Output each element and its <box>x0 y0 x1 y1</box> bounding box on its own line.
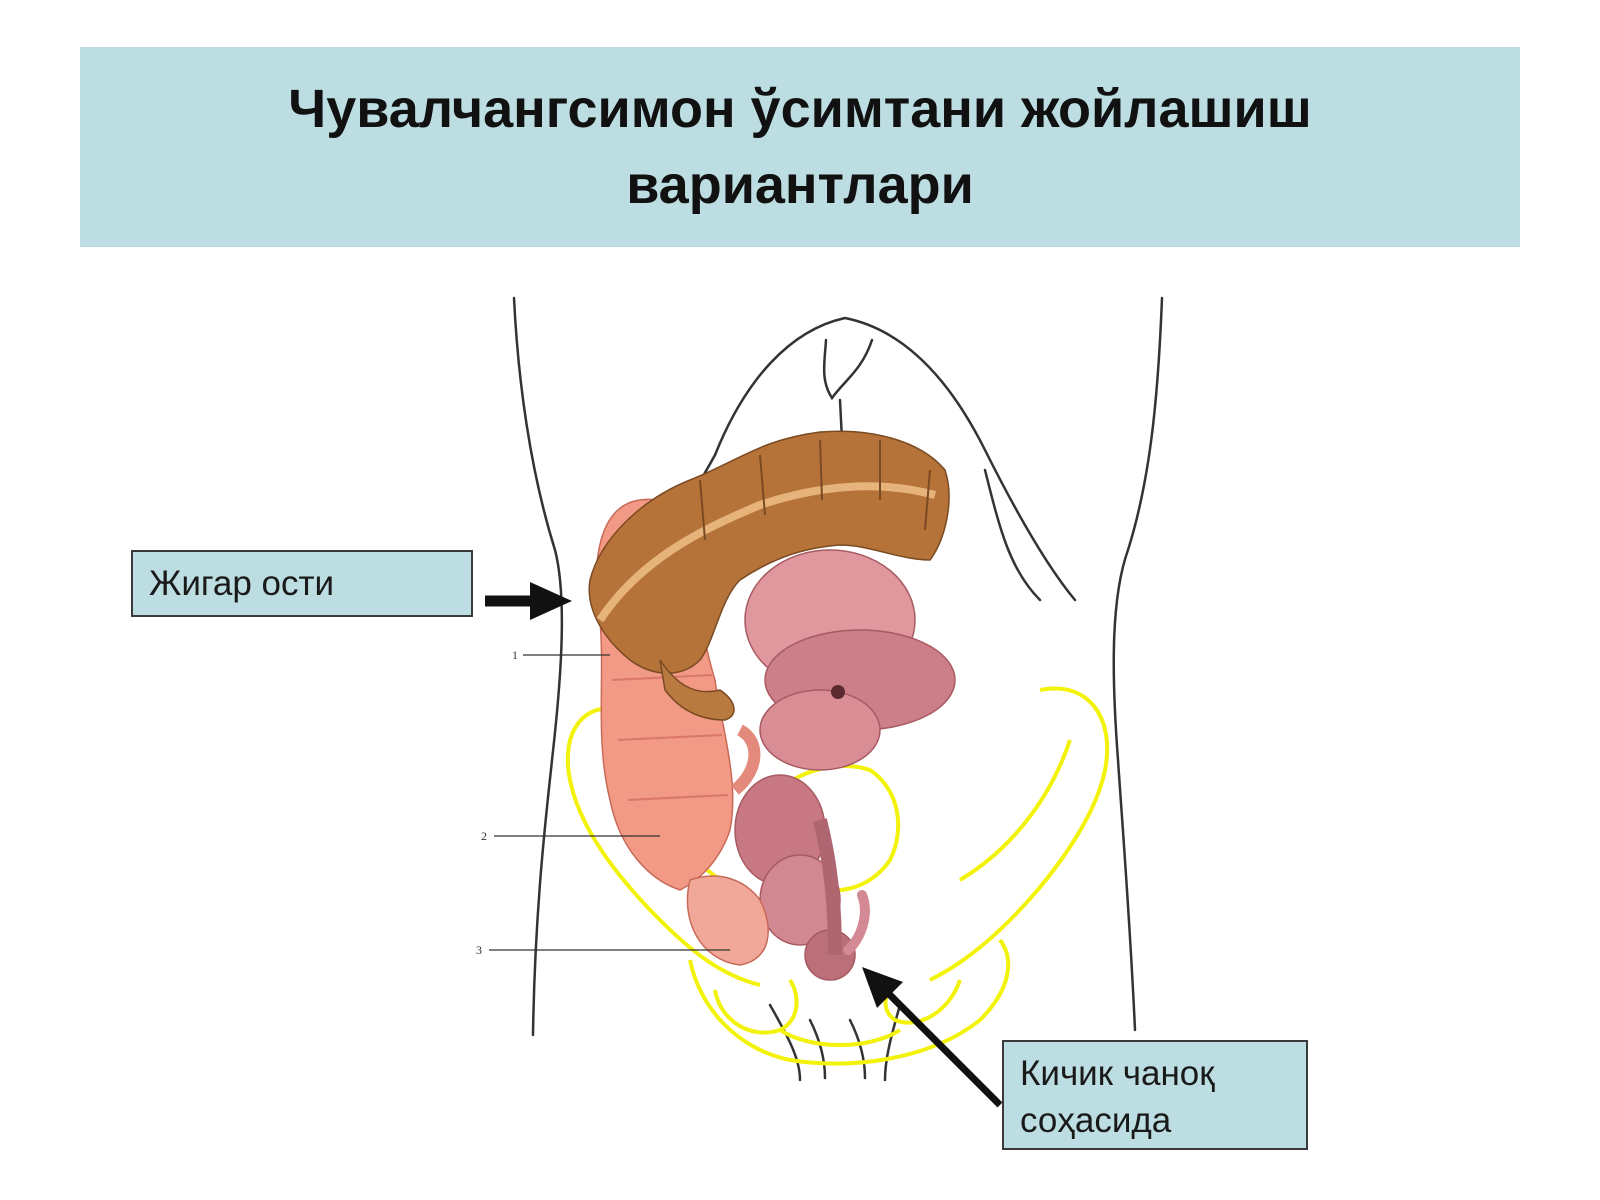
figure-number-1: 1 <box>512 648 518 662</box>
transverse-colon <box>588 430 950 721</box>
pelvis-obturator-left <box>713 978 799 1035</box>
pelvis-pubic-arch <box>778 1028 902 1047</box>
pelvis-inner-right <box>958 739 1072 882</box>
arrow-to-pelvic-position <box>862 967 1003 1108</box>
small-intestine <box>734 549 956 981</box>
pelvis-lower-ring <box>688 938 1011 1066</box>
umbilicus <box>831 685 845 699</box>
figure-callouts <box>489 654 730 951</box>
label-pelvic-line-2: соҳасида <box>1020 1101 1172 1140</box>
slide-title-line-2: вариантлари <box>626 155 974 215</box>
rib-right-lower <box>983 468 1042 602</box>
appendix-pelvic <box>843 890 870 955</box>
label-subhepatic: Жигар ости <box>131 550 473 617</box>
rectum <box>813 818 842 956</box>
slide-title-line-1: Чувалчангсимон ўсимтани жойлашиш <box>288 79 1312 139</box>
arrow-to-liver-position <box>485 582 572 620</box>
figure-number-3: 3 <box>476 943 482 957</box>
groin-mid-right <box>848 1018 867 1080</box>
appendix-subhepatic <box>659 659 735 721</box>
rib-cage-arc <box>713 316 1077 602</box>
groin-left <box>768 1003 802 1082</box>
figure-number-2: 2 <box>481 829 487 843</box>
groin-right <box>883 1003 902 1082</box>
slide-title: Чувалчангсимон ўсимтани жойлашиш вариант… <box>288 71 1311 223</box>
pelvis-left-ilium <box>565 706 761 987</box>
body-right-side <box>1112 296 1164 1032</box>
groin-mid-left <box>808 1018 827 1080</box>
slide-title-banner: Чувалчангсимон ўсимтани жойлашиш вариант… <box>80 47 1520 247</box>
label-pelvic-line-1: Кичик чаноқ <box>1020 1054 1215 1093</box>
body-left-side <box>512 296 564 1037</box>
cecum <box>686 875 769 966</box>
sternum <box>822 338 874 401</box>
label-pelvic: Кичик чаноқ соҳасида <box>1002 1040 1308 1150</box>
ileum-loop <box>730 724 761 795</box>
pelvis-right-ilium <box>929 686 1110 982</box>
